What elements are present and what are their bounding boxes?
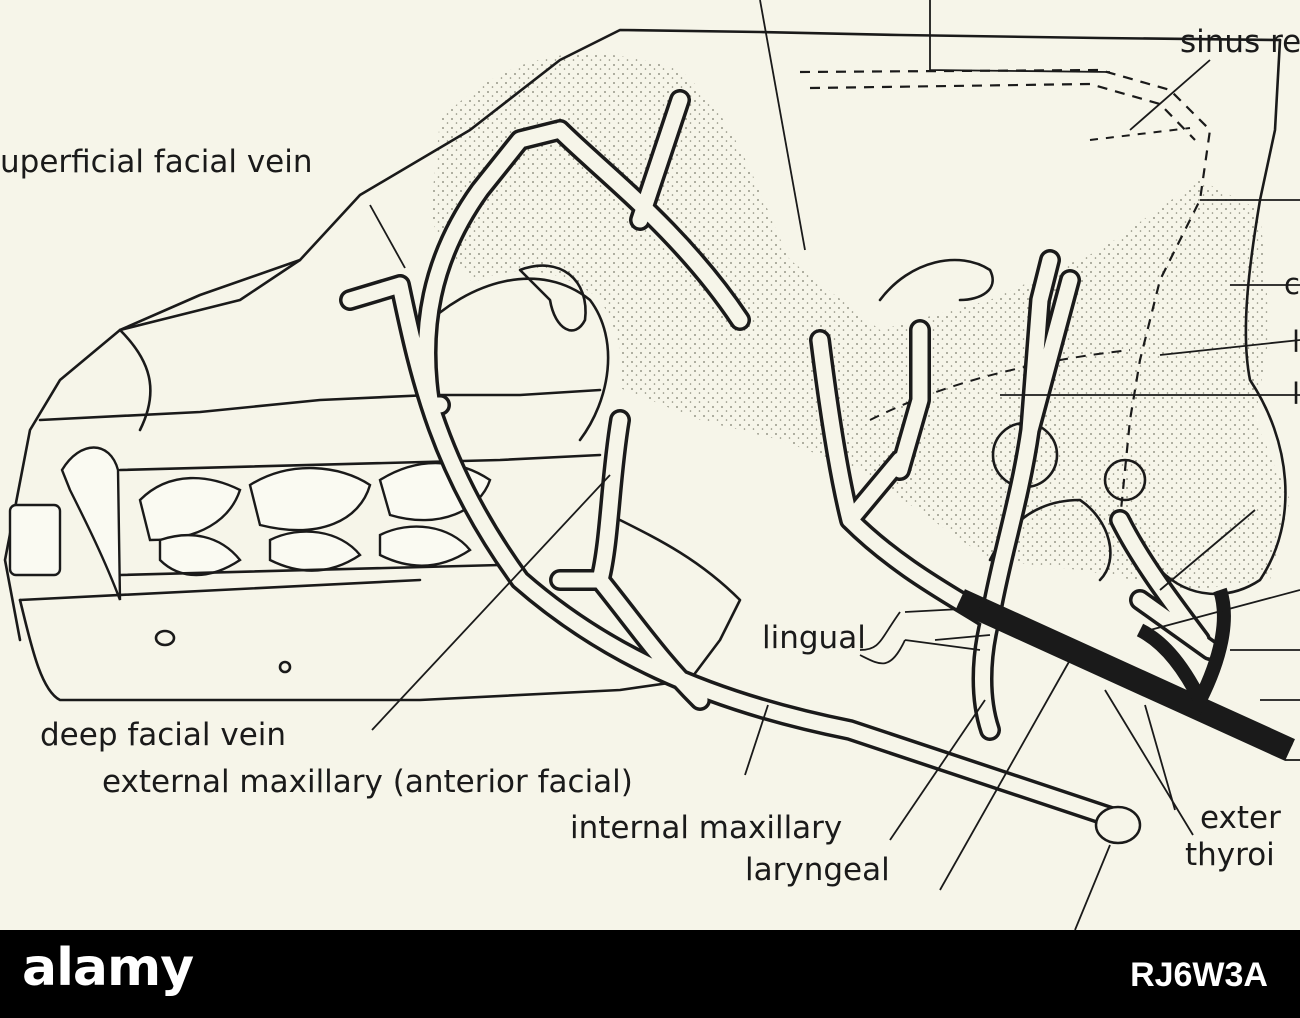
teeth-row (8, 446, 602, 601)
label-right-l2: l (1292, 377, 1300, 411)
label-lingual: lingual (762, 620, 866, 656)
watermark-bar: alamy RJ6W3A (0, 930, 1300, 1018)
watermark-image-id: RJ6W3A (1130, 956, 1268, 994)
label-internal-maxillary: internal maxillary (570, 810, 842, 846)
label-right-l1: l (1292, 325, 1300, 359)
vein-network (339, 89, 1295, 845)
label-external: exter (1200, 800, 1281, 836)
label-thyroid: thyroi (1185, 837, 1275, 873)
label-sinus: sinus re (1180, 24, 1300, 60)
label-superficial-facial-vein: uperficial facial vein (0, 144, 313, 180)
venous-sinus-dashed (799, 68, 1212, 521)
skull-venous-diagram: sinus re uperficial facial vein lingual … (0, 0, 1300, 930)
label-right-c: c (1284, 267, 1300, 301)
watermark-logo: alamy (22, 938, 194, 998)
label-deep-facial-vein: deep facial vein (40, 717, 286, 753)
leader-lines (369, 0, 1300, 930)
label-laryngeal: laryngeal (745, 852, 890, 888)
label-external-maxillary: external maxillary (anterior facial) (102, 764, 633, 800)
diagram-labels: sinus re uperficial facial vein lingual … (0, 24, 1300, 888)
